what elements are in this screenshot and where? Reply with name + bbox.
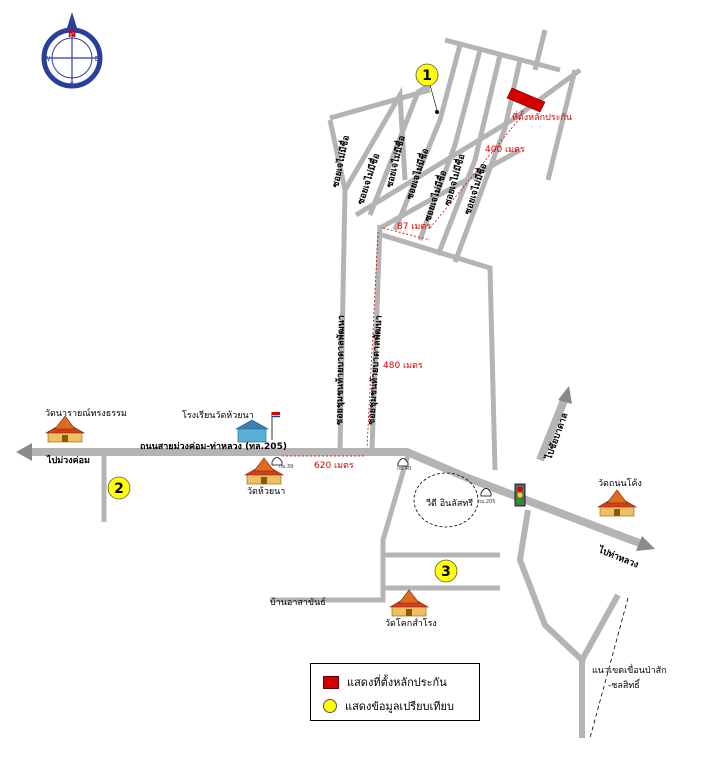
ban-asa-khan: บ้านอาสาขันธ์ — [270, 596, 326, 608]
road-network — [16, 29, 655, 739]
road-south-d — [516, 509, 585, 738]
temple-icon — [388, 589, 430, 617]
marker-1-label: 1 — [422, 68, 432, 84]
wat-thanon-kong-label: วัดถนนโค้ง — [598, 478, 642, 489]
legend-yellow-swatch — [323, 699, 337, 713]
legend-red-swatch — [323, 675, 339, 689]
ne-arrow — [558, 386, 572, 404]
wat-narai-label: วัดนารายณ์ทรงธรรม — [45, 407, 127, 419]
ne-branch-line — [536, 396, 569, 462]
soi-e — [435, 54, 503, 256]
compass-e: E — [95, 55, 99, 63]
km-post-40: กม.40 — [397, 466, 411, 472]
soi-a — [342, 86, 408, 192]
labels: ที่ตั้งหลักประกัน 400 เมตร 87 เมตร 480 เ… — [45, 110, 667, 691]
wat-huai-na-label: วัดห้วยนา — [247, 486, 285, 497]
north-arrow-icon — [67, 12, 77, 28]
factory-label: วีดี อินลัสทรี — [426, 498, 473, 509]
compass-w: W — [44, 55, 51, 63]
marker-1: 1 — [415, 63, 439, 87]
marker-3: 3 — [434, 559, 458, 583]
soi-b — [367, 82, 432, 216]
temple-icon — [44, 415, 86, 443]
temple-icons — [44, 415, 638, 617]
main-road-label: ถนนสายม่วงค่อม-ท่าหลวง (ทล.205) — [140, 441, 287, 452]
dam-label-1: แนวเขตเขื่อนป่าสัก — [592, 663, 667, 676]
soi-right — [381, 232, 498, 471]
km-post-icons — [271, 457, 492, 497]
legend-comparison-label: แสดงข้อมูลเปรียบเทียบ — [345, 700, 454, 713]
legend: แสดงที่ตั้งหลักประกัน แสดงข้อมูลเปรียบเท… — [310, 663, 480, 721]
to-muang-khom: ไปม่วงค่อม — [46, 454, 90, 466]
soi-d — [417, 49, 483, 241]
marker-2-label: 2 — [114, 481, 124, 497]
east-arrow — [636, 536, 655, 551]
dam-label-2: -ชลสิทธิ์ — [608, 678, 641, 691]
km-post-39: กม.39 — [279, 464, 293, 470]
distance-87: 87 เมตร — [397, 222, 431, 232]
km-post-icon — [397, 458, 409, 467]
west-arrow — [16, 443, 32, 461]
school-label: โรงเรียนวัดห้วยนา — [182, 410, 254, 421]
soi-long-label-1: ซอยชุมชนท้ายบาดาลพัฒนา — [334, 315, 347, 425]
distance-620: 620 เมตร — [314, 461, 354, 471]
soi-diag-1 — [354, 117, 514, 218]
compass-icon: N S E W — [41, 12, 103, 89]
distance-480: 480 เมตร — [383, 361, 423, 371]
soi-c — [392, 44, 463, 231]
soi-top-1 — [329, 87, 431, 121]
road-south-a — [270, 454, 411, 603]
compass-n: N — [68, 29, 76, 40]
compass-s: S — [70, 81, 75, 89]
soi-top-5 — [510, 67, 582, 123]
marker-2: 2 — [107, 476, 131, 500]
distance-400: 400 เมตร — [485, 145, 525, 155]
collateral-label: ที่ตั้งหลักประกัน — [512, 110, 572, 123]
to-tha-luang: ไปท่าหลวง — [596, 543, 640, 570]
school-icon — [234, 412, 280, 443]
wat-khok-samrong-label: วัดโคกสำโรง — [385, 618, 437, 629]
legend-row-comparison: แสดงข้อมูลเปรียบเทียบ — [323, 697, 454, 715]
km-post-icon — [271, 457, 283, 466]
dist-line-87 — [382, 227, 431, 241]
soi-top-4 — [545, 69, 578, 181]
factory-circle — [413, 472, 479, 528]
soi-top-3 — [532, 29, 548, 71]
legend-collateral-label: แสดงที่ตั้งหลักประกัน — [347, 676, 447, 689]
distance-lines — [282, 117, 521, 457]
temple-icon — [596, 489, 638, 517]
collateral-location — [506, 87, 546, 113]
km-post-205: กม.205 — [478, 499, 495, 505]
legend-row-collateral: แสดงที่ตั้งหลักประกัน — [323, 673, 447, 691]
marker1-dot — [435, 110, 439, 114]
traffic-light-icon — [514, 483, 526, 507]
soi-f — [452, 59, 523, 263]
main-road-line — [30, 448, 644, 548]
marker-3-label: 3 — [441, 564, 451, 580]
temple-icon — [243, 457, 285, 485]
km-post-icon — [480, 488, 492, 497]
road-south-e — [579, 593, 621, 662]
dam-boundary-line — [589, 597, 629, 739]
marker1-pointer — [429, 84, 438, 111]
soi-long-label-2: ซอยชุมชนท้ายบาดาลพัฒนา — [366, 315, 385, 425]
dist-line-480 — [366, 231, 379, 449]
soi-long-2 — [369, 224, 383, 451]
soi-top-2 — [444, 37, 561, 73]
